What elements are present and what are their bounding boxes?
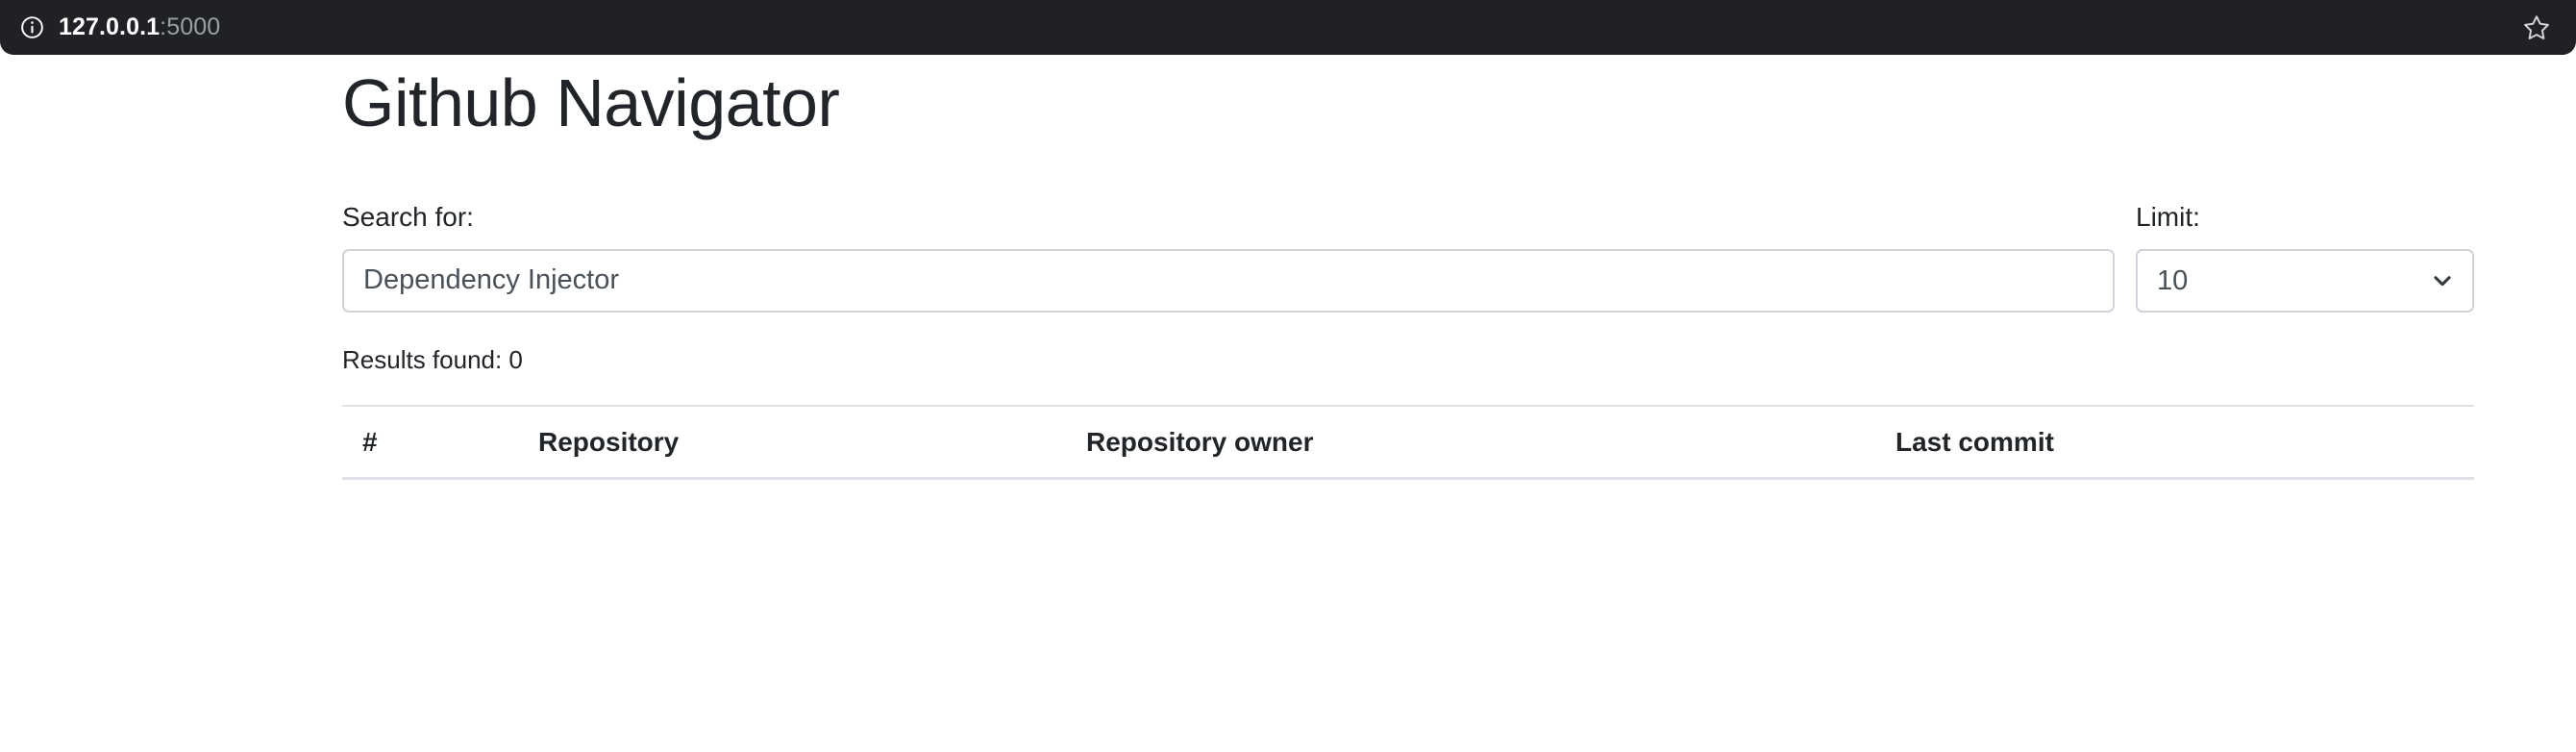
limit-select-wrap: 51020 bbox=[2136, 248, 2474, 313]
url-host: 127.0.0.1 bbox=[59, 13, 161, 40]
url-port: :5000 bbox=[160, 13, 221, 40]
table-header-row: # Repository Repository owner Last commi… bbox=[342, 404, 2474, 480]
search-field-group: Search for: bbox=[342, 201, 2115, 313]
browser-url-bar: 127.0.0.1:5000 bbox=[0, 0, 2576, 55]
results-table: # Repository Repository owner Last commi… bbox=[342, 404, 2474, 480]
limit-select[interactable]: 51020 bbox=[2136, 248, 2474, 313]
column-header-repository-owner: Repository owner bbox=[1086, 404, 1895, 480]
page-body: Github Navigator Search for: Limit: 5102… bbox=[0, 55, 2576, 752]
page-title: Github Navigator bbox=[342, 65, 840, 140]
url-display[interactable]: 127.0.0.1:5000 bbox=[19, 13, 2522, 41]
content-container: Github Navigator Search for: Limit: 5102… bbox=[342, 55, 2474, 480]
results-found-text: Results found: 0 bbox=[342, 344, 523, 374]
star-icon[interactable] bbox=[2522, 13, 2551, 42]
limit-label: Limit: bbox=[2136, 202, 2200, 232]
column-header-number: # bbox=[342, 404, 538, 480]
url-text: 127.0.0.1:5000 bbox=[59, 13, 220, 41]
results-table-head: # Repository Repository owner Last commi… bbox=[342, 404, 2474, 480]
column-header-repository: Repository bbox=[538, 404, 1086, 480]
search-input[interactable] bbox=[342, 248, 2115, 313]
info-circle-icon[interactable] bbox=[19, 14, 45, 40]
search-form: Search for: Limit: 51020 bbox=[342, 201, 2474, 313]
search-label: Search for: bbox=[342, 202, 474, 232]
column-header-last-commit: Last commit bbox=[1895, 404, 2474, 480]
limit-field-group: Limit: 51020 bbox=[2136, 201, 2474, 313]
